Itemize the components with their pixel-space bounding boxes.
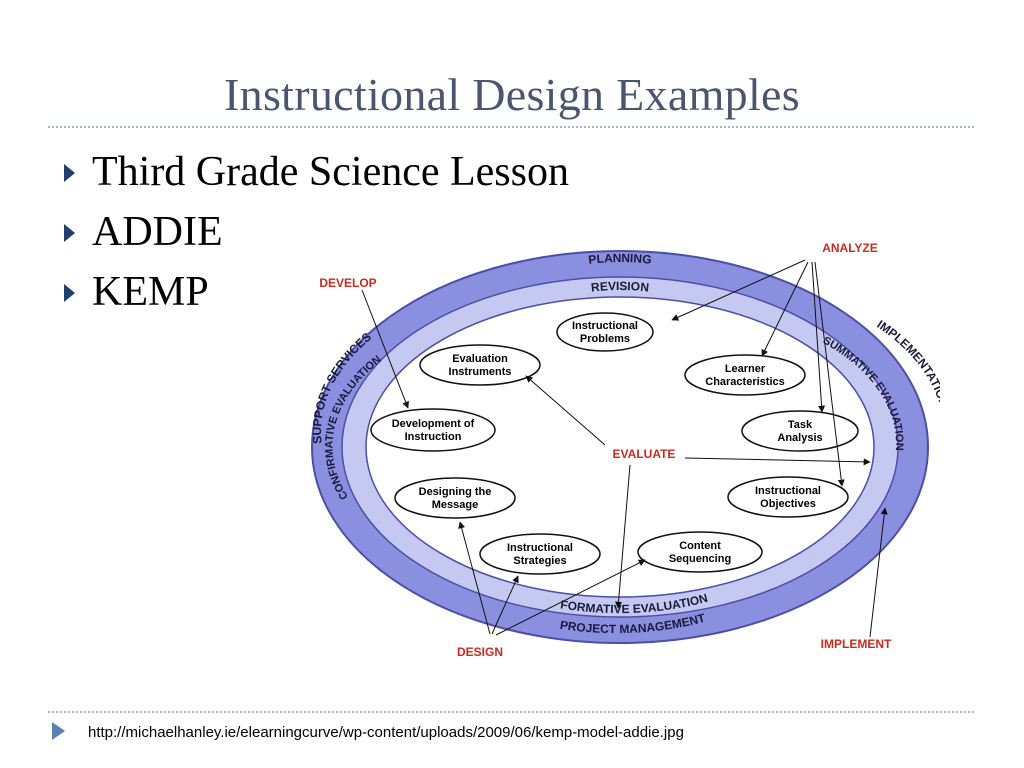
bullet-label: Third Grade Science Lesson <box>92 149 569 195</box>
svg-text:Task: Task <box>788 419 813 431</box>
bullet-list: Third Grade Science Lesson ADDIE KEMP <box>64 144 569 324</box>
svg-text:Instructional: Instructional <box>572 320 638 332</box>
arrow-develop-development <box>361 289 409 409</box>
arrow-evaluate-summative <box>684 457 871 466</box>
ring-label-revision: REVISION <box>590 279 649 295</box>
node-development-of-instruction: Development of Instruction <box>370 408 496 452</box>
svg-text:Sequencing: Sequencing <box>669 553 731 565</box>
arrows <box>361 259 888 638</box>
stage-label-design: DESIGN <box>457 645 503 659</box>
node-instructional-objectives: Instructional Objectives <box>727 476 849 518</box>
bullet-arrow-icon <box>64 224 75 242</box>
svg-text:Evaluation: Evaluation <box>452 353 508 365</box>
svg-text:Development of: Development of <box>392 418 475 430</box>
node-learner-characteristics: Learner Characteristics <box>684 354 806 396</box>
svg-text:Instructional: Instructional <box>755 485 821 497</box>
svg-text:Designing the: Designing the <box>419 486 492 498</box>
bullet-arrow-icon <box>64 164 75 182</box>
bullet-label: ADDIE <box>92 209 223 255</box>
stage-label-implement: IMPLEMENT <box>821 637 892 651</box>
svg-text:Message: Message <box>432 499 478 511</box>
svg-text:Instruction: Instruction <box>405 431 462 443</box>
bullet-item: KEMP <box>64 264 569 324</box>
svg-text:Analysis: Analysis <box>777 432 822 444</box>
arrow-analyze-objectives <box>814 261 845 487</box>
node-instructional-problems: Instructional Problems <box>556 312 654 352</box>
svg-text:Instruments: Instruments <box>449 366 512 378</box>
svg-text:Learner: Learner <box>725 363 766 375</box>
arrow-analyze-problems <box>671 259 806 321</box>
slide-title: Instructional Design Examples <box>224 69 800 120</box>
title-divider <box>48 126 974 128</box>
svg-text:Strategies: Strategies <box>513 555 566 567</box>
svg-text:Problems: Problems <box>580 333 630 345</box>
node-content-sequencing: Content Sequencing <box>637 531 763 573</box>
source-url: http://michaelhanley.ie/elearningcurve/w… <box>88 724 684 741</box>
svg-text:Characteristics: Characteristics <box>705 376 785 388</box>
bullet-label: KEMP <box>92 269 209 315</box>
svg-text:Instructional: Instructional <box>507 542 573 554</box>
footer-arrow-icon <box>52 722 65 740</box>
bullet-arrow-icon <box>64 284 75 302</box>
arrow-design-strategies <box>491 575 519 635</box>
arrow-analyze-learner <box>761 261 809 357</box>
arrow-design-message <box>458 521 491 635</box>
kemp-model-diagram: PLANNING SUPPORT SERVICES IMPLEMENTATION… <box>310 241 940 659</box>
arrow-evaluate-formative <box>615 464 631 609</box>
node-designing-the-message: Designing the Message <box>394 477 516 519</box>
arrow-implement-ring <box>869 507 888 638</box>
bullet-item: ADDIE <box>64 204 569 264</box>
stage-label-develop: DEVELOP <box>319 276 376 290</box>
stage-label-evaluate: EVALUATE <box>613 447 676 461</box>
arrow-design-sequencing <box>495 559 646 636</box>
bullet-item: Third Grade Science Lesson <box>64 144 569 204</box>
arrow-analyze-task <box>811 261 826 413</box>
svg-text:Objectives: Objectives <box>760 498 816 510</box>
stage-label-analyze: ANALYZE <box>822 241 878 255</box>
footer-divider <box>48 711 974 713</box>
arrow-evaluate-instruments <box>525 375 606 446</box>
node-instructional-strategies: Instructional Strategies <box>479 533 601 575</box>
node-evaluation-instruments: Evaluation Instruments <box>419 344 541 386</box>
node-task-analysis: Task Analysis <box>741 410 859 452</box>
svg-text:Content: Content <box>679 540 721 552</box>
